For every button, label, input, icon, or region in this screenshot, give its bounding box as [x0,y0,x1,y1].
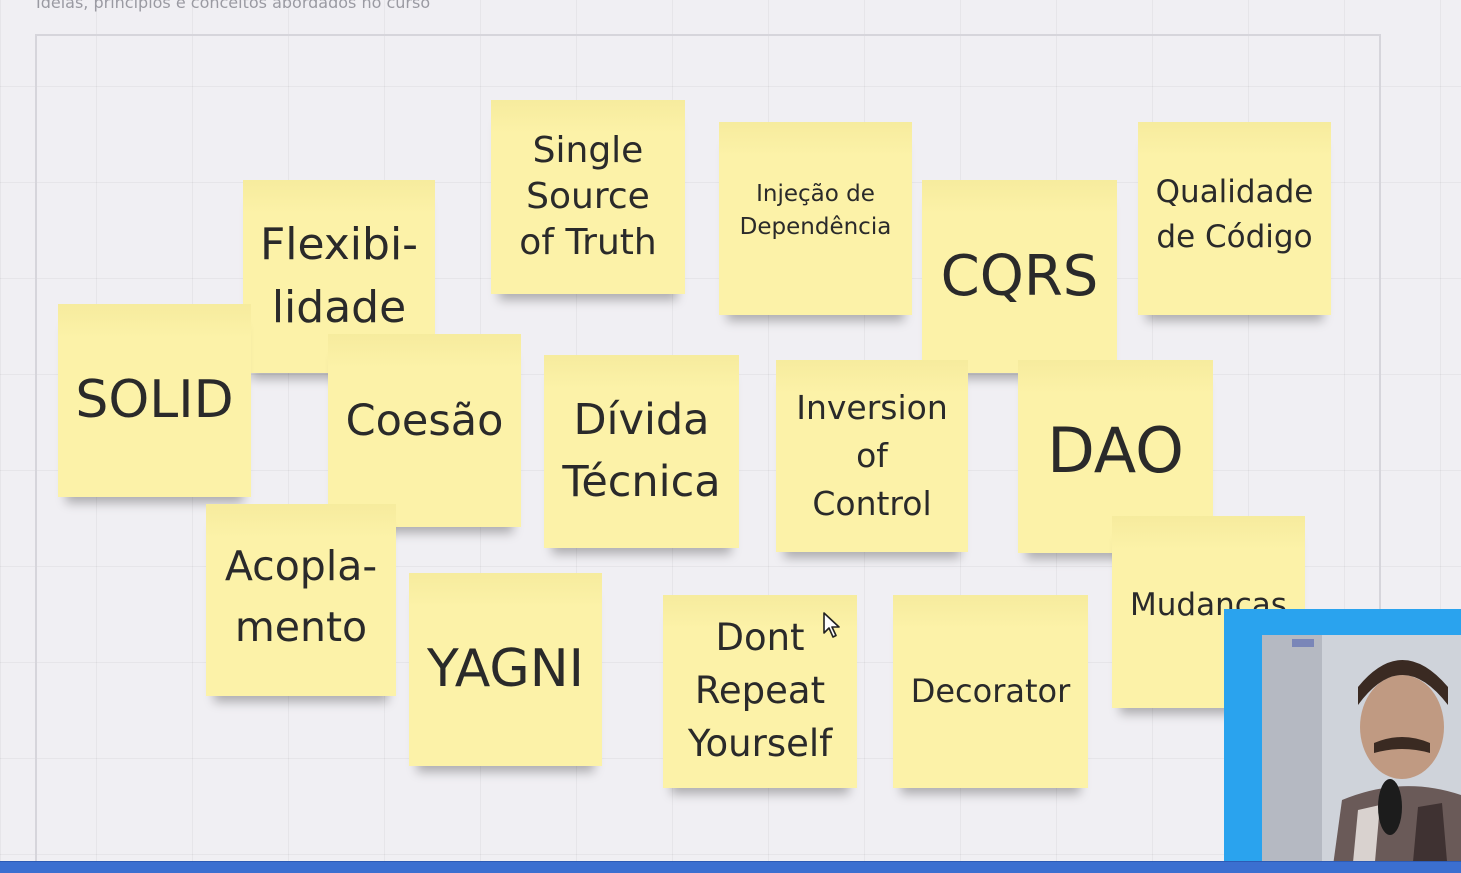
sticky-note-solid[interactable]: SOLID [58,304,251,497]
sticky-note-injecao-de-dependencia[interactable]: Injeção de Dependência [719,122,912,315]
mouse-pointer-icon [823,612,840,638]
sticky-note-acoplamento[interactable]: Acopla- mento [206,504,396,696]
sticky-note-divida-tecnica[interactable]: Dívida Técnica [544,355,739,548]
sticky-note-coesao[interactable]: Coesão [328,334,521,527]
sticky-note-flexibilidade[interactable]: Flexibi- lidade [243,180,435,373]
bottom-progress-bar [0,861,1461,873]
board-subtitle: Ideias, princípios e conceitos abordados… [36,0,431,12]
sticky-note-yagni[interactable]: YAGNI [409,573,602,766]
webcam-overlay [1224,609,1461,873]
webcam-video-icon [1262,635,1461,873]
board-frame[interactable] [35,34,1381,873]
sticky-note-decorator[interactable]: Decorator [893,595,1088,788]
sticky-note-cqrs[interactable]: CQRS [922,180,1117,373]
sticky-note-inversion-of-control[interactable]: Inversion of Control [776,360,968,552]
sticky-note-single-source-of-truth[interactable]: Single Source of Truth [491,100,685,294]
sticky-note-qualidade-de-codigo[interactable]: Qualidade de Código [1138,122,1331,315]
